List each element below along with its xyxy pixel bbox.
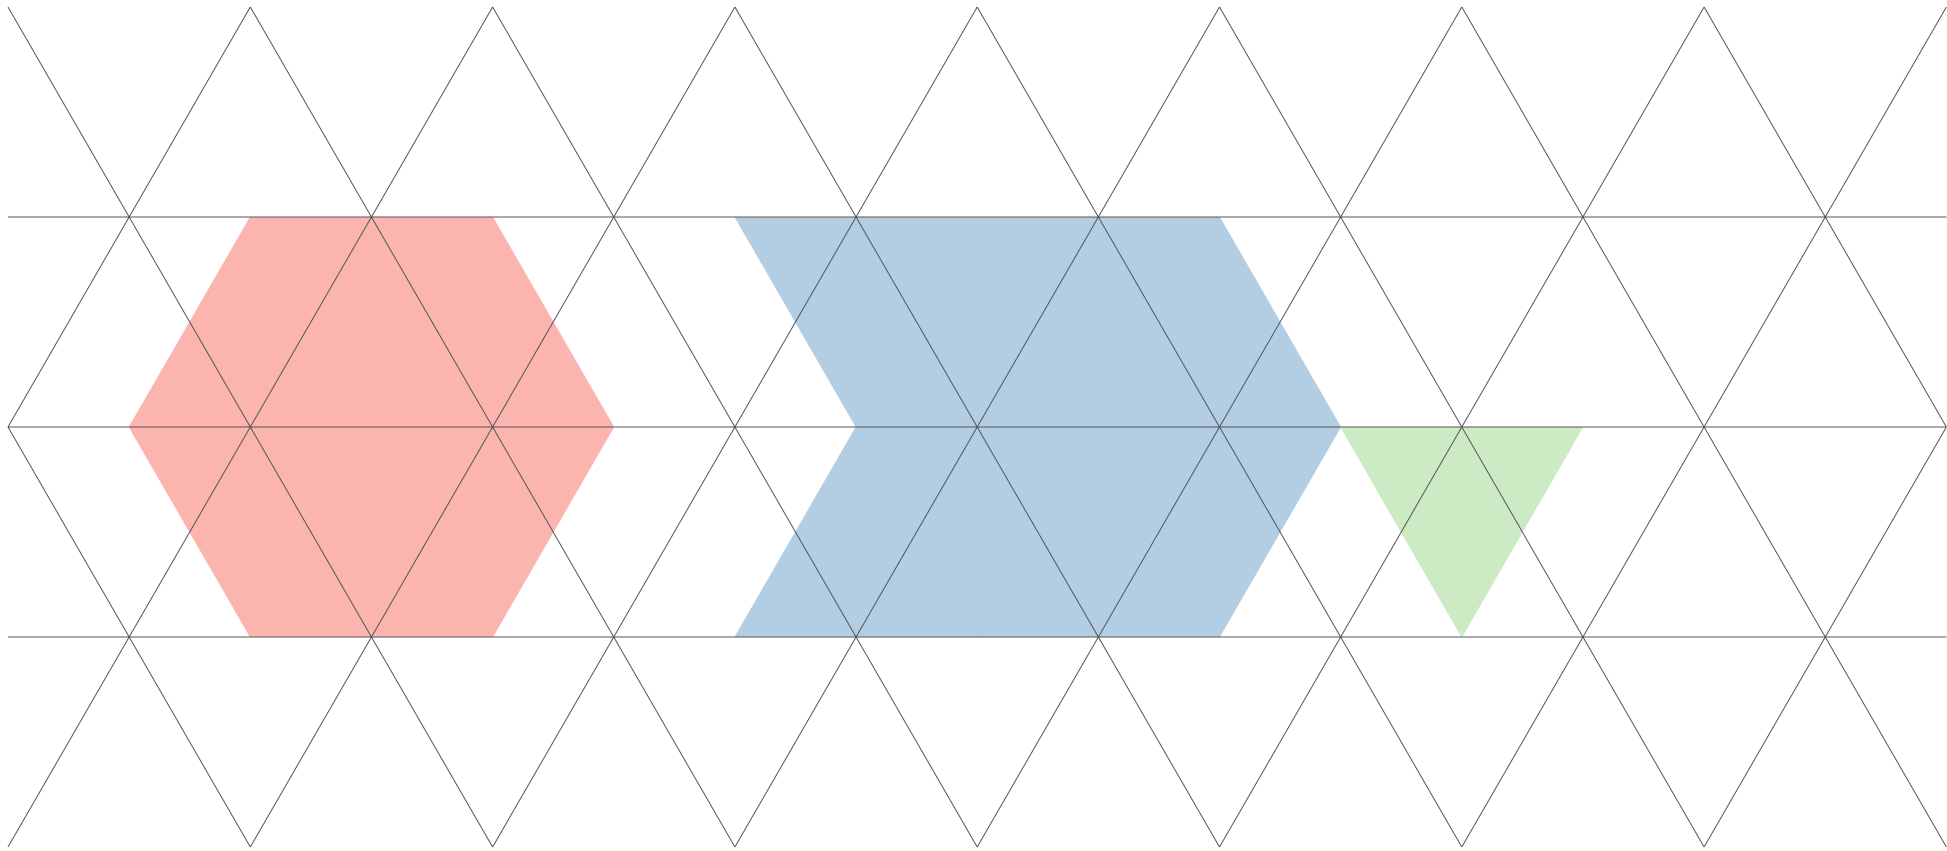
grid-diagonal-line: [371, 426, 494, 638]
grid-diagonal-line: [128, 426, 251, 638]
grid-diagonal-line: [128, 6, 251, 218]
grid-diagonal-line: [1219, 426, 1342, 638]
grid-diagonal-line: [1461, 216, 1584, 428]
grid-diagonal-line: [1582, 216, 1705, 428]
grid-diagonal-line: [734, 6, 857, 218]
grid-diagonal-line: [613, 426, 736, 638]
grid-diagonal-line: [855, 6, 978, 218]
grid-diagonal-line: [371, 6, 494, 218]
grid-diagonal-line: [1582, 426, 1705, 638]
grid-diagonal-line: [7, 216, 130, 428]
grid-diagonal-line: [1219, 636, 1342, 848]
grid-diagonal-line: [492, 6, 615, 218]
grid-diagonal-line: [249, 426, 372, 638]
grid-diagonal-line: [734, 426, 857, 638]
grid-diagonal-line: [613, 636, 736, 848]
grid-diagonal-line: [1340, 426, 1463, 638]
grid-diagonal-line: [1097, 426, 1220, 638]
grid-diagonal-line: [1097, 6, 1220, 218]
grid-diagonal-line: [734, 216, 857, 428]
grid-diagonal-line: [1703, 6, 1826, 218]
grid-diagonal-line: [371, 216, 494, 428]
grid-diagonal-line: [1824, 426, 1947, 638]
grid-diagonal-line: [1824, 6, 1947, 218]
grid-diagonal-line: [128, 216, 251, 428]
grid-diagonal-line: [1340, 216, 1463, 428]
grid-diagonal-line: [613, 6, 736, 218]
grid-diagonal-line: [855, 636, 978, 848]
grid-diagonal-line: [128, 636, 251, 848]
grid-diagonal-line: [7, 426, 130, 638]
grid-diagonal-line: [249, 6, 372, 218]
shaded-shapes: [128, 216, 1584, 638]
grid-diagonal-line: [492, 636, 615, 848]
grid-diagonal-line: [492, 216, 615, 428]
grid-diagonal-line: [976, 636, 1099, 848]
grid-diagonal-line: [976, 426, 1099, 638]
grid-diagonal-line: [1340, 636, 1463, 848]
grid-diagonal-line: [1824, 636, 1947, 848]
grid-diagonal-line: [492, 426, 615, 638]
grid-diagonal-line: [976, 6, 1099, 218]
grid-diagonal-line: [7, 6, 130, 218]
single-triangle-triangle: [1339, 426, 1584, 638]
grid-diagonal-line: [976, 216, 1099, 428]
grid-diagonal-line: [1461, 426, 1584, 638]
grid-diagonal-line: [1582, 636, 1705, 848]
grid-diagonal-line: [855, 216, 978, 428]
grid-diagonal-line: [1703, 426, 1826, 638]
grid-diagonal-line: [734, 636, 857, 848]
grid-diagonal-line: [1097, 216, 1220, 428]
grid-diagonal-line: [1340, 6, 1463, 218]
grid-diagonal-line: [1219, 6, 1342, 218]
grid-lines: [7, 6, 1947, 848]
grid-diagonal-line: [249, 216, 372, 428]
grid-diagonal-line: [1461, 6, 1584, 218]
grid-diagonal-line: [1097, 636, 1220, 848]
grid-diagonal-line: [1461, 636, 1584, 848]
grid-diagonal-line: [613, 216, 736, 428]
grid-diagonal-line: [249, 636, 372, 848]
grid-diagonal-line: [7, 636, 130, 848]
grid-diagonal-line: [1703, 636, 1826, 848]
grid-diagonal-line: [855, 426, 978, 638]
grid-diagonal-line: [371, 636, 494, 848]
grid-diagonal-line: [1703, 216, 1826, 428]
grid-diagonal-line: [1824, 216, 1947, 428]
grid-diagonal-line: [1582, 6, 1705, 218]
grid-diagonal-line: [1219, 216, 1342, 428]
